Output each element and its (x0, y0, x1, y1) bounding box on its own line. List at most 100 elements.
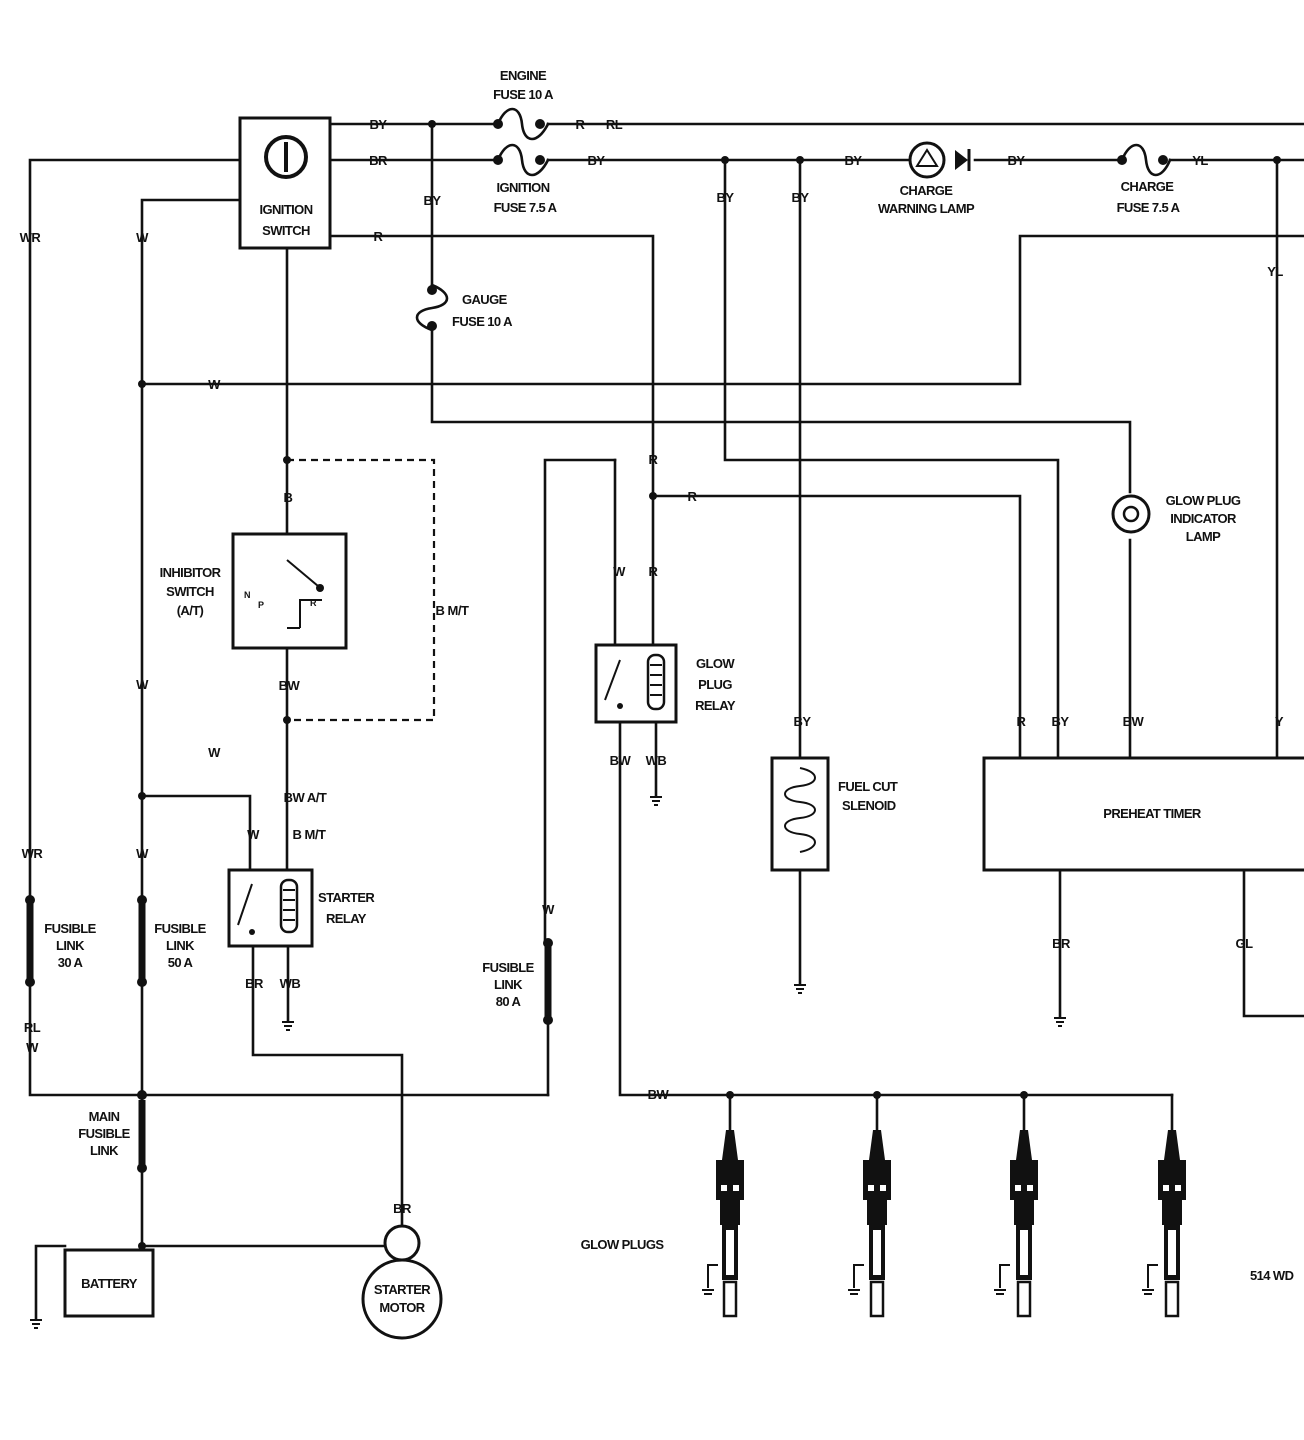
wire-label: YL (1267, 264, 1283, 279)
gauge-fuse-label-2: FUSE 10 A (452, 314, 513, 329)
wire-label: Y (1275, 714, 1284, 729)
fusible-link-30a: FUSIBLE LINK 30 A (25, 895, 97, 987)
wire-label: BW (279, 678, 301, 693)
fusible-link-30a-label-3: 30 A (58, 955, 84, 970)
main-fusible-link-label-2: FUSIBLE (78, 1126, 130, 1141)
main-fusible-link-label-1: MAIN (89, 1109, 120, 1124)
wire-label: W (26, 1040, 39, 1055)
glow-plug-2 (863, 1130, 891, 1318)
fuel-cut-solenoid-label-2: SLENOID (842, 798, 896, 813)
inhibitor-switch-label-3: (A/T) (177, 603, 204, 618)
ignition-switch-label-2: SWITCH (262, 223, 310, 238)
fusible-link-50a-label-1: FUSIBLE (154, 921, 206, 936)
wire-label: BY (793, 714, 811, 729)
charge-fuse-label-2: FUSE 7.5 A (1117, 200, 1181, 215)
fuel-cut-solenoid: FUEL CUT SLENOID (770, 756, 898, 872)
charge-fuse-label-1: CHARGE (1121, 179, 1175, 194)
glow-plug-1 (716, 1130, 744, 1318)
wire-label: BR (245, 976, 264, 991)
wire-label: BY (587, 153, 605, 168)
glow-plug-indicator-lamp: GLOW PLUG INDICATOR LAMP (1111, 493, 1241, 544)
fusible-link-80a-label-1: FUSIBLE (482, 960, 534, 975)
wire-label: BY (791, 190, 809, 205)
starter-motor-label-2: MOTOR (379, 1300, 425, 1315)
wire-label: BR (393, 1201, 412, 1216)
charge-warning-lamp-label-1: CHARGE (900, 183, 954, 198)
charge-fuse: CHARGE FUSE 7.5 A (1117, 143, 1181, 215)
ignition-switch: IGNITION SWITCH (238, 116, 332, 250)
wire-label: W (208, 377, 221, 392)
battery-label: BATTERY (81, 1276, 138, 1291)
inhibitor-switch: N P R INHIBITOR SWITCH (A/T) (160, 532, 348, 650)
gauge-fuse: GAUGE FUSE 10 A (415, 283, 514, 332)
wire-labels: BY R RL BR BY BY BY YL BY BY BY WR W R Y… (20, 117, 1285, 1216)
svg-text:P: P (258, 600, 264, 610)
ignition-fuse-label-2: FUSE 7.5 A (494, 200, 558, 215)
fusible-link-80a: FUSIBLE LINK 80 A (482, 938, 553, 1025)
wire-label: BW (610, 753, 632, 768)
wire-label: YL (1192, 153, 1208, 168)
wire-label: WB (646, 753, 667, 768)
wire-label: R (1017, 714, 1027, 729)
glow-plug-3 (1010, 1130, 1038, 1318)
glow-plug-indicator-label-1: GLOW PLUG (1166, 493, 1241, 508)
glow-plug-4 (1158, 1130, 1186, 1318)
engine-fuse: ENGINE FUSE 10 A (493, 68, 555, 141)
charge-warning-lamp-label-2: WARNING LAMP (878, 201, 975, 216)
wire-label: B M/T (293, 827, 326, 842)
engine-fuse-label-1: ENGINE (500, 68, 547, 83)
inhibitor-switch-label-1: INHIBITOR (160, 565, 222, 580)
ignition-switch-label-1: IGNITION (260, 202, 313, 217)
page-code: 514 WD (1250, 1268, 1294, 1283)
fusible-link-80a-label-3: 80 A (496, 994, 522, 1009)
charge-warning-lamp: CHARGE WARNING LAMP (878, 141, 976, 216)
main-fusible-link-label-3: LINK (90, 1143, 119, 1158)
fusible-link-50a-label-3: 50 A (168, 955, 194, 970)
wire-label: B M/T (436, 603, 469, 618)
wire-label: RL (606, 117, 623, 132)
fusible-link-30a-label-1: FUSIBLE (44, 921, 96, 936)
wire-label: BW (648, 1087, 670, 1102)
wire-label: BY (369, 117, 387, 132)
starter-motor-label-1: STARTER (374, 1282, 431, 1297)
wire-label: R (374, 229, 384, 244)
wire-label: W (613, 564, 626, 579)
wire-label: W (542, 902, 555, 917)
wire-label: B (284, 490, 293, 505)
wire-label: R (649, 452, 659, 467)
fusible-link-50a-label-2: LINK (166, 938, 195, 953)
svg-text:R: R (310, 598, 317, 608)
ground-symbols (30, 796, 1154, 1329)
starter-relay-label-2: RELAY (326, 911, 367, 926)
starter-relay: STARTER RELAY (227, 868, 376, 948)
wire-label: BY (1051, 714, 1069, 729)
wire-label: R (576, 117, 586, 132)
fusible-link-80a-label-2: LINK (494, 977, 523, 992)
glow-plugs: GLOW PLUGS (581, 1130, 1186, 1318)
battery: BATTERY (63, 1248, 155, 1318)
starter-motor: STARTER MOTOR (361, 1224, 443, 1340)
ignition-fuse-label-1: IGNITION (497, 180, 550, 195)
main-fusible-link: MAIN FUSIBLE LINK (78, 1100, 147, 1173)
wire-label: BR (369, 153, 388, 168)
wire-label: W (136, 230, 149, 245)
wire-label: WB (280, 976, 301, 991)
glow-plugs-label: GLOW PLUGS (581, 1237, 665, 1252)
engine-fuse-label-2: FUSE 10 A (493, 87, 554, 102)
wire-label: BR (1052, 936, 1071, 951)
wire-label: R (688, 489, 698, 504)
wire-label: BW (1123, 714, 1145, 729)
glow-plug-relay: GLOW PLUG RELAY (594, 643, 736, 724)
glow-plug-relay-label-1: GLOW (696, 656, 735, 671)
wire-label: RL (24, 1020, 41, 1035)
wire-label: BY (423, 193, 441, 208)
ignition-fuse: IGNITION FUSE 7.5 A (493, 143, 558, 215)
fusible-link-30a-label-2: LINK (56, 938, 85, 953)
glow-plug-indicator-label-2: INDICATOR (1170, 511, 1237, 526)
fusible-link-50a: FUSIBLE LINK 50 A (137, 895, 207, 987)
preheat-timer-label: PREHEAT TIMER (1103, 806, 1202, 821)
wire-label: WR (20, 230, 42, 245)
gauge-fuse-label-1: GAUGE (462, 292, 508, 307)
inhibitor-switch-label-2: SWITCH (166, 584, 214, 599)
